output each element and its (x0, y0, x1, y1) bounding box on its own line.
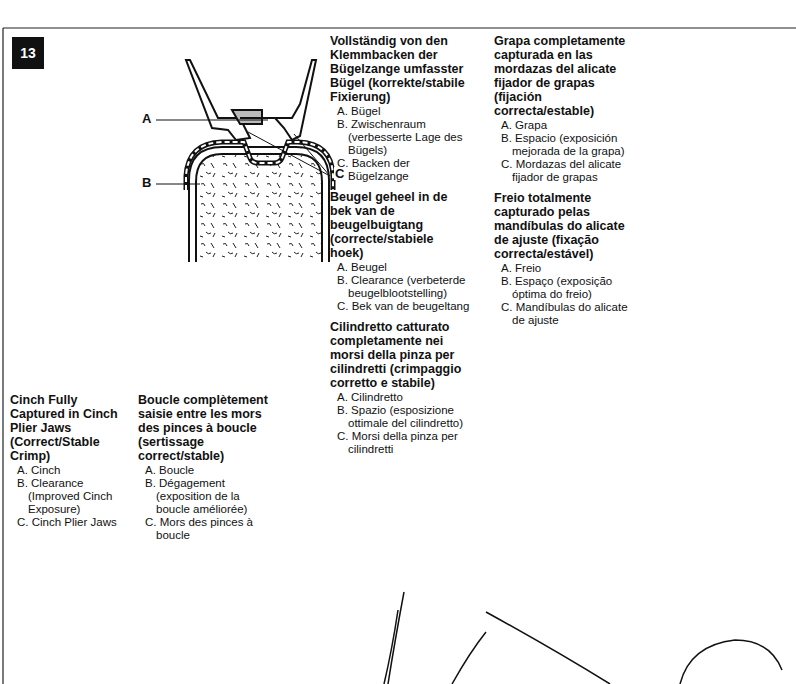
figure-number: 13 (20, 45, 36, 61)
caption-heading: Cilindretto catturato completamente nei … (330, 320, 470, 390)
part-legend-item: B. Espacio (exposición mejorada de la gr… (494, 132, 634, 158)
part-legend-item: C. Mors des pinces à boucle (138, 516, 270, 542)
text-column: Vollständig von den Klemmbacken der Büge… (330, 34, 470, 463)
part-legend-item: A. Grapa (494, 119, 634, 132)
part-legend-item: A. Cilindretto (330, 391, 470, 404)
text-column: Grapa completamente capturada en las mor… (494, 34, 634, 334)
language-block: Grapa completamente capturada en las mor… (494, 34, 634, 184)
caption-heading: Boucle complètement saisie entre les mor… (138, 393, 270, 463)
part-legend-item: B. Zwischenraum (verbesserte Lage des Bü… (330, 118, 470, 157)
part-legend-item: C. Bek van de beugeltang (330, 300, 470, 313)
part-legend-item: B. Clearance (verbeterde beugelblootstel… (330, 274, 470, 300)
callout-letter: A (141, 112, 152, 125)
part-legend-item: B. Spazio (esposizione ottimale del cili… (330, 404, 470, 430)
part-legend-item: C. Mordazas del alicate fijador de grapa… (494, 158, 634, 184)
frame-line (2, 28, 3, 684)
text-column: Cinch Fully Captured in Cinch Plier Jaws… (10, 393, 132, 536)
part-legend-item: A. Bügel (330, 105, 470, 118)
part-legend-item: B. Dégagement (exposition de la boucle a… (138, 477, 270, 516)
part-legend-item: A. Cinch (10, 464, 132, 477)
next-figure-fragment (384, 592, 782, 684)
language-block: Vollständig von den Klemmbacken der Büge… (330, 34, 470, 183)
part-legend-item: A. Beugel (330, 261, 470, 274)
part-legend-item: C. Morsi della pinza per cilindretti (330, 430, 470, 456)
part-legend-item: C. Cinch Plier Jaws (10, 516, 132, 529)
part-legend-item: C. Mandíbulas do alicate de ajuste (494, 301, 634, 327)
part-legend-item: A. Boucle (138, 464, 270, 477)
plier-jaws (186, 60, 316, 140)
language-block: Beugel geheel in de bek van de beugelbui… (330, 190, 470, 313)
language-block: Freio totalmente capturado pelas mandíbu… (494, 191, 634, 327)
caption-heading: Vollständig von den Klemmbacken der Büge… (330, 34, 470, 104)
text-column: Boucle complètement saisie entre les mor… (138, 393, 270, 549)
frame-line (3, 27, 796, 28)
caption-heading: Beugel geheel in de bek van de beugelbui… (330, 190, 470, 260)
language-block: Cilindretto catturato completamente nei … (330, 320, 470, 456)
figure-number-box: 13 (12, 37, 44, 69)
caption-heading: Freio totalmente capturado pelas mandíbu… (494, 191, 634, 261)
language-block: Cinch Fully Captured in Cinch Plier Jaws… (10, 393, 132, 529)
part-legend-item: C. Backen der Bügelzange (330, 157, 470, 183)
part-legend-item: A. Freio (494, 262, 634, 275)
part-legend-item: B. Clearance (Improved Cinch Exposure) (10, 477, 132, 516)
language-block: Boucle complètement saisie entre les mor… (138, 393, 270, 542)
part-legend-item: B. Espaço (exposição óptima do freio) (494, 275, 634, 301)
leader-line (156, 120, 330, 184)
caption-heading: Cinch Fully Captured in Cinch Plier Jaws… (10, 393, 132, 463)
callout-letter: B (141, 176, 152, 189)
caption-heading: Grapa completamente capturada en las mor… (494, 34, 634, 118)
